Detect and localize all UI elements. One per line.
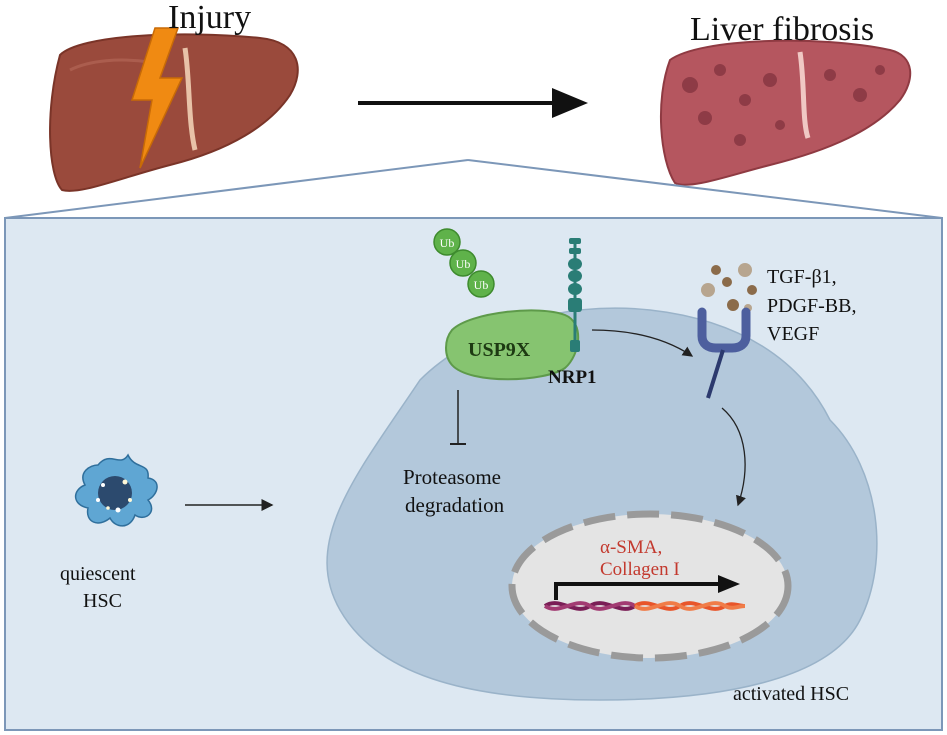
- activated-hsc-label: activated HSC: [733, 683, 849, 705]
- nrp1-to-receptor-arrow: [591, 329, 694, 357]
- gene-label-1: α-SMA,: [600, 537, 662, 558]
- ub-label-1: Ub: [440, 236, 455, 250]
- growth-factor-label-2: PDGF-BB,: [767, 295, 856, 317]
- usp9x-protein: [445, 309, 580, 381]
- proteasome-label-1: Proteasome: [403, 465, 501, 489]
- growth-factor-label-3: VEGF: [767, 323, 819, 345]
- proteasome-label-2: degradation: [405, 493, 505, 517]
- gene-label-2: Collagen I: [600, 559, 680, 580]
- nrp1-receptor: [568, 238, 582, 352]
- quiescent-label-1: quiescent: [60, 563, 136, 585]
- zoom-lines: [4, 159, 943, 219]
- inhibition-line: [450, 390, 466, 445]
- quiescent-label-2: HSC: [83, 590, 122, 612]
- nrp1-label: NRP1: [548, 367, 597, 388]
- quiescent-hsc-cell: [74, 453, 158, 527]
- ubiquitin-chain: [433, 228, 495, 298]
- injury-label: Injury: [168, 0, 251, 36]
- fibrotic-liver: [659, 39, 912, 186]
- usp9x-label: USP9X: [468, 339, 531, 361]
- ub-label-2: Ub: [456, 257, 471, 271]
- receptor-to-nucleus-arrow: [721, 407, 746, 507]
- lightning-icon: [130, 27, 184, 169]
- dna-helix: [543, 601, 746, 611]
- growth-factor-particles: [701, 263, 757, 312]
- transcription-arrow: [554, 575, 740, 600]
- growth-factor-label-1: TGF-β1,: [767, 266, 837, 288]
- liver-fibrosis-label: Liver fibrosis: [690, 11, 874, 48]
- growth-factor-receptor: [697, 307, 751, 399]
- ub-label-3: Ub: [474, 278, 489, 292]
- healthy-liver: [49, 33, 299, 192]
- progression-arrow: [358, 88, 588, 118]
